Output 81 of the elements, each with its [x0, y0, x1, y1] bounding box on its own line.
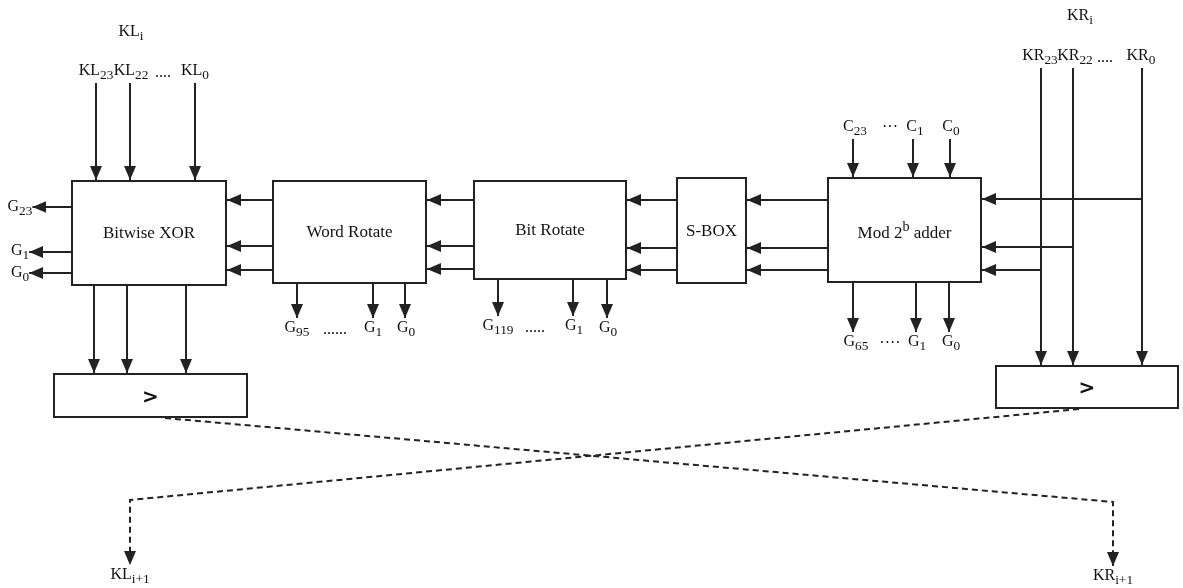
- signal-label: KL$_{i+1}$: [110, 565, 150, 587]
- process-box: [272, 180, 427, 284]
- signal-label: G$_{0}$: [396, 318, 416, 340]
- arrow: [291, 283, 303, 320]
- signal-label: G$_{1}$: [10, 241, 30, 263]
- arrow: [847, 282, 859, 334]
- signal-label: C$_{1}$: [906, 117, 924, 139]
- arrow: [121, 285, 133, 374]
- arrow: [88, 285, 100, 374]
- signal-label: G$_{95}$: [284, 318, 310, 340]
- arrow: [426, 240, 474, 252]
- process-box: [676, 177, 747, 284]
- comparator-box: [995, 365, 1179, 409]
- arrow: [124, 81, 136, 181]
- ellipsis-label: ....: [155, 63, 171, 81]
- arrow: [31, 201, 72, 213]
- box-label: Bitwise XOR: [102, 223, 196, 243]
- signal-label: KL$_{22}$: [113, 61, 149, 83]
- arrow: [626, 194, 677, 206]
- arrow: [492, 279, 504, 318]
- arrow: [981, 66, 1143, 205]
- arrow: [601, 279, 613, 320]
- arrow: [28, 267, 72, 279]
- signal-label: KR$_{i+1}$: [1092, 566, 1134, 588]
- arrow: [226, 264, 273, 276]
- arrow: [189, 81, 201, 181]
- box-label: Word Rotate: [306, 222, 393, 242]
- ellipsis-label: .....: [525, 318, 545, 336]
- signal-label: G$_{0}$: [941, 332, 961, 354]
- arrow: [907, 137, 919, 178]
- signal-label: G$_{1}$: [907, 332, 927, 354]
- arrow: [426, 263, 474, 275]
- signal-label: G$_{1}$: [363, 318, 383, 340]
- signal-label: G$_{119}$: [482, 316, 514, 338]
- signal-label: G$_{65}$: [843, 332, 869, 354]
- signal-label: KR$_{23}$: [1022, 46, 1058, 68]
- arrow: [981, 66, 1074, 253]
- arrow: [847, 137, 859, 178]
- signal-label: G$_{0}$: [10, 263, 30, 285]
- arrow: [626, 264, 677, 276]
- arrow: [626, 242, 677, 254]
- arrow: [426, 194, 474, 206]
- ellipsis-label: ····: [879, 334, 901, 352]
- comparator-symbol: >: [1078, 375, 1096, 399]
- key-label: KR$_{i}$: [1067, 6, 1093, 28]
- ellipsis-label: ....: [1097, 48, 1113, 66]
- box-label: S-BOX: [686, 220, 737, 241]
- arrow: [567, 279, 579, 318]
- arrow: [367, 283, 379, 320]
- signal-label: C$_{23}$: [843, 117, 867, 139]
- arrow: [746, 264, 828, 276]
- arrow: [910, 282, 922, 334]
- arrow: [746, 194, 828, 206]
- arrow: [226, 240, 273, 252]
- signal-label: G$_{23}$: [7, 197, 33, 219]
- arrow: [943, 282, 955, 334]
- arrow: [90, 81, 102, 181]
- signal-label: KR$_{22}$: [1057, 46, 1093, 68]
- box-label: Bit Rotate: [515, 220, 585, 240]
- arrow: [981, 66, 1042, 276]
- signal-label: KR$_{0}$: [1126, 46, 1156, 68]
- process-box: [827, 177, 982, 283]
- arrow: [944, 137, 956, 178]
- signal-label: KL$_{0}$: [181, 61, 209, 83]
- ellipsis-label: ···: [882, 118, 898, 136]
- arrow: [399, 283, 411, 320]
- key-label: KL$_{i}$: [118, 22, 144, 44]
- comparator-symbol: >: [142, 383, 159, 408]
- signal-label: G$_{0}$: [598, 318, 618, 340]
- process-box: [71, 180, 227, 286]
- arrow: [180, 285, 192, 374]
- arrow: [746, 242, 828, 254]
- box-label: Mod 2$^{b}$ adder: [857, 217, 952, 243]
- signal-label: C$_{0}$: [942, 117, 960, 139]
- arrow: [226, 194, 273, 206]
- process-box: [473, 180, 627, 280]
- signal-label: KL$_{23}$: [78, 61, 114, 83]
- arrow: [28, 246, 72, 258]
- ellipsis-label: ......: [323, 320, 347, 338]
- comparator-box: [53, 373, 248, 418]
- signal-label: G$_{1}$: [564, 316, 584, 338]
